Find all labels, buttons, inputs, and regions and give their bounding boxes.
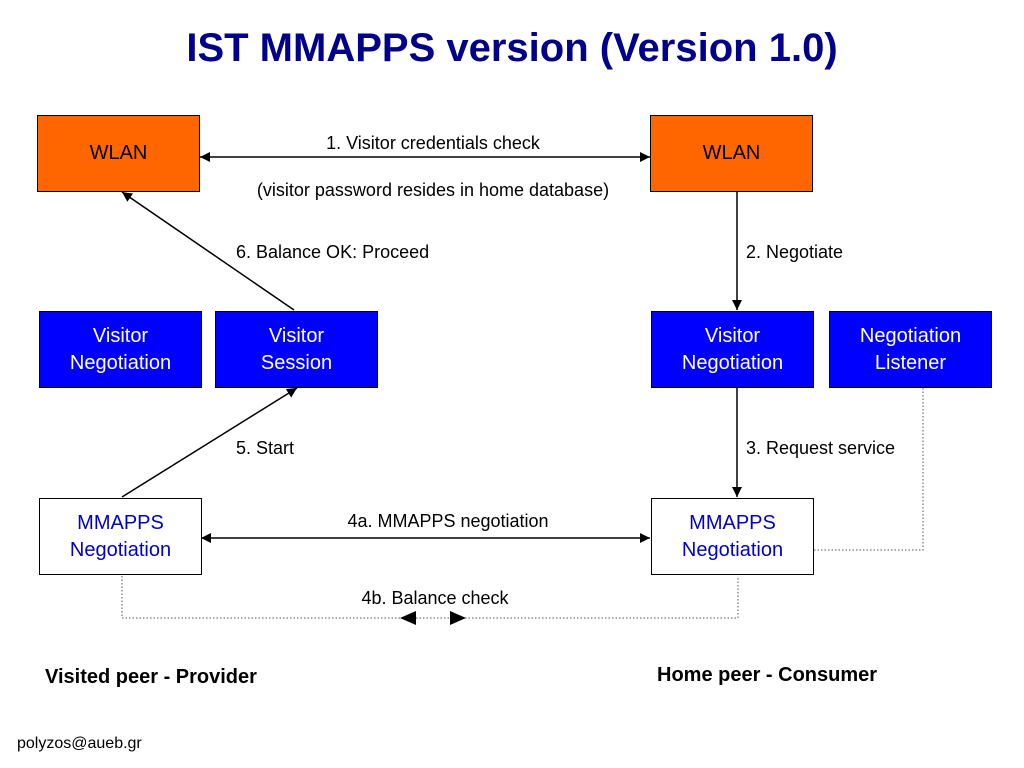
caption-visited-peer: Visited peer - Provider: [45, 666, 257, 688]
edge-balance-ok: [121, 191, 295, 311]
label-step-4b: 4b. Balance check: [361, 588, 509, 608]
balance-check-left-arrowhead: [400, 611, 416, 625]
label-step-2: 2. Negotiate: [746, 242, 844, 262]
node-mmapps-negotiation-home: MMAPPS Negotiation: [651, 498, 814, 575]
footer-email: polyzos@aueb.gr: [17, 735, 142, 752]
node-wlan-home: WLAN: [650, 115, 813, 192]
label-step-5: 5. Start: [236, 438, 295, 458]
label-step-1: 1. Visitor credentials check: [326, 133, 540, 153]
edge-start: [121, 387, 298, 498]
label-step-4a: 4a. MMAPPS negotiation: [347, 511, 549, 531]
edge-listener-link: [814, 388, 924, 551]
slide-title: IST MMAPPS version (Version 1.0): [186, 26, 838, 70]
label-step-6: 6. Balance OK: Proceed: [236, 242, 430, 262]
node-visitor-negotiation-visited: Visitor Negotiation: [39, 311, 202, 388]
edge-balance-check-path: [121, 576, 739, 619]
node-visitor-session: Visitor Session: [215, 311, 378, 388]
node-negotiation-listener: Negotiation Listener: [829, 311, 992, 388]
node-mmapps-negotiation-visited: MMAPPS Negotiation: [39, 498, 202, 575]
node-visitor-negotiation-home: Visitor Negotiation: [651, 311, 814, 388]
label-step-1-note: (visitor password resides in home databa…: [256, 180, 610, 200]
node-wlan-visited: WLAN: [37, 115, 200, 192]
balance-check-right-arrowhead: [450, 611, 466, 625]
caption-home-peer: Home peer - Consumer: [657, 664, 878, 686]
label-step-3: 3. Request service: [746, 438, 896, 458]
